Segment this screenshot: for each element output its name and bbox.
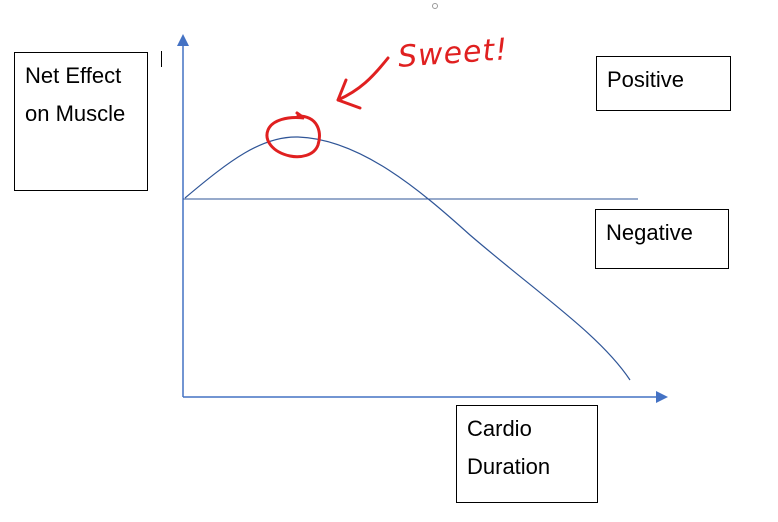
x-axis-label-box: Cardio Duration	[456, 405, 598, 503]
y-axis-label-box: Net Effect on Muscle	[14, 52, 148, 191]
negative-label-box: Negative	[595, 209, 729, 269]
positive-label-box: Positive	[596, 56, 731, 111]
annotation-arrow	[336, 56, 390, 110]
selection-handle	[432, 3, 438, 9]
net-effect-curve	[184, 136, 631, 381]
sweet-spot-circle	[265, 111, 321, 159]
text-cursor	[161, 51, 162, 67]
